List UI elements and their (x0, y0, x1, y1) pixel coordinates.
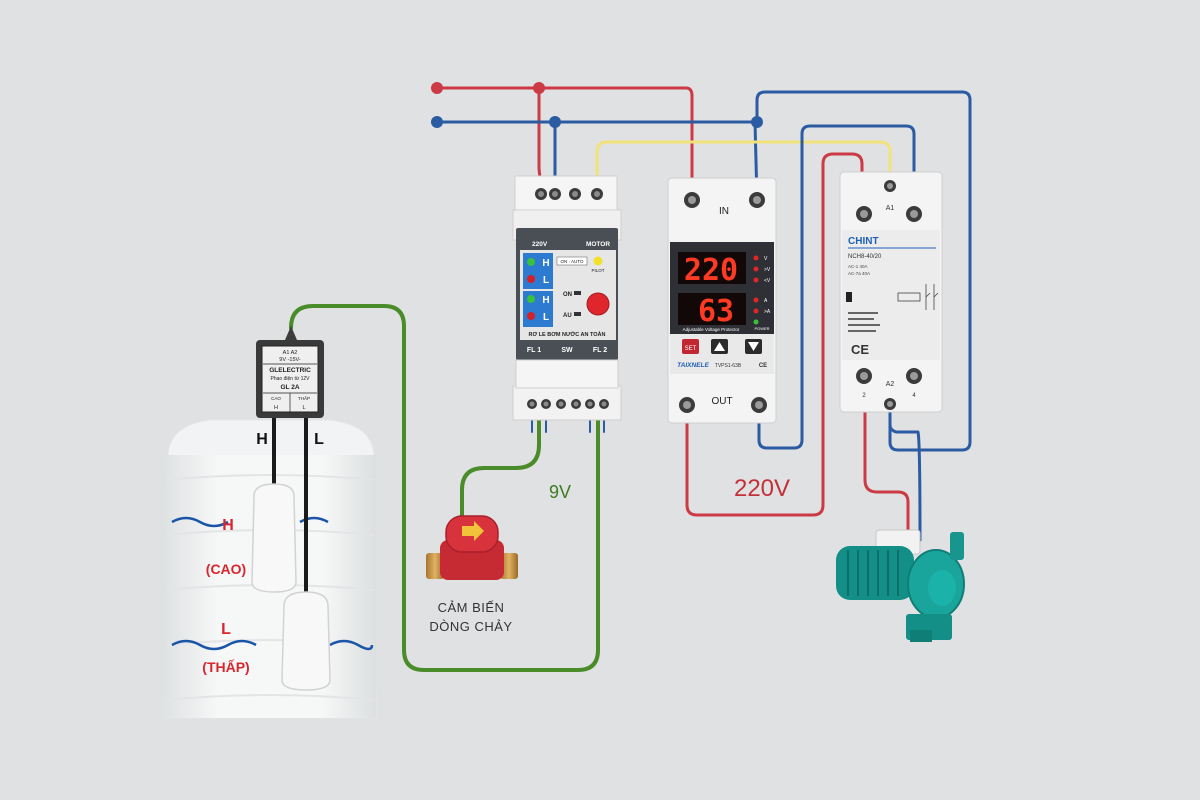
green-wire-sensor (460, 416, 541, 518)
float-col-h: CAO (271, 396, 281, 401)
float-low (281, 591, 331, 691)
relay-sw: SW (561, 347, 573, 354)
relay-top-terminals (535, 188, 603, 200)
float-model: GL 2A (280, 384, 299, 391)
float-switch-controller: A1 A2 9V -15V- GLELECTRIC Phao điện từ 1… (256, 326, 324, 448)
float-pin-h: H (274, 405, 278, 411)
vp-model: TVPS1-63B (715, 363, 742, 369)
bus-junctions (431, 82, 763, 128)
contactor: A1 CHINT NCH8-40/20 AC-1 40A AC-7a 40A C… (839, 171, 943, 413)
vp-current-display: 63 (698, 294, 734, 329)
flow-sensor-voltage: 9V (549, 482, 571, 502)
relay-range: ON · AUTO (561, 259, 584, 264)
contactor-schematic-icon (897, 284, 939, 310)
yellow-control (595, 140, 892, 192)
vp-ind-a: A (764, 298, 768, 304)
vp-ce-mark: CE (759, 363, 767, 369)
vp-set-button[interactable] (682, 339, 699, 354)
vp-in-label: IN (719, 206, 729, 217)
vp-out-terminal-l (683, 401, 691, 409)
relay-led-h2 (527, 295, 535, 303)
contactor-brand: CHINT (848, 236, 879, 247)
tank-high-mark: H (222, 517, 234, 534)
output-220v-label: 220V (734, 475, 790, 502)
flow-sensor: CẢM BIẾN DÒNG CHẢY 9V (426, 482, 571, 634)
contactor-a1-label: A1 (886, 205, 895, 212)
vp-out-label: OUT (711, 396, 732, 407)
contactor-spec-2: AC-7a 40A (848, 271, 870, 276)
contactor-ce-mark: CE (851, 342, 869, 357)
float-brand: GLELECTRIC (269, 367, 311, 374)
vp-brand: TAIXNELE (677, 362, 709, 369)
flow-sensor-label-2: DÒNG CHẢY (429, 619, 512, 634)
red-bus (435, 86, 694, 202)
relay-label-220v: 220V (532, 241, 548, 248)
relay-mode-h1: H (542, 258, 549, 269)
relay-fl1: FL 1 (527, 347, 541, 354)
low-water-wave (171, 639, 257, 651)
contactor-terminal-2 (860, 372, 868, 380)
float-high (251, 483, 297, 593)
water-pump (836, 529, 965, 642)
vp-ind-over-a: >A (764, 309, 771, 315)
vp-ind-power: POWER (754, 326, 769, 331)
tank-low-mark: L (221, 621, 231, 638)
high-water-wave (171, 516, 229, 528)
arrow-down-icon (748, 342, 759, 351)
vp-out-terminal-n (755, 401, 763, 409)
pump-relay: 220V MOTOR H L H L ON · AUTO PILOT ON AU… (512, 175, 622, 421)
vp-ind-v: V (764, 256, 768, 262)
relay-led-l2 (527, 312, 535, 320)
vp-in-terminal-n (753, 196, 761, 204)
float-col-l: THẤP (298, 395, 310, 401)
contactor-model: NCH8-40/20 (848, 254, 882, 260)
relay-led-l1 (527, 275, 535, 283)
vp-set-label: SET (685, 346, 697, 352)
contactor-terminal-1 (860, 210, 868, 218)
relay-mode-h2: H (542, 295, 549, 306)
relay-start-button[interactable] (586, 292, 610, 316)
relay-mode-l1: L (543, 275, 549, 286)
float-pin-l: L (302, 405, 305, 411)
contactor-term-2-label: 2 (862, 393, 866, 399)
float-pins: A1 A2 (283, 350, 298, 356)
tank-high-label: (CAO) (206, 561, 246, 577)
tank-low-label: (THẤP) (202, 659, 249, 675)
vp-in-terminal-l (688, 196, 696, 204)
relay-label-motor: MOTOR (586, 241, 610, 248)
relay-mode-l2: L (543, 312, 549, 323)
wire-label-l: L (314, 431, 324, 448)
vp-ind-under-v: <V (764, 278, 771, 284)
vp-voltage-display: 220 (684, 253, 738, 288)
float-note: Phao điện từ 12V (271, 376, 311, 382)
relay-name: RƠ LE BƠM NƯỚC AN TOÀN (529, 330, 606, 338)
voltage-protector: IN 220 63 V >V <V A >A POWER Adjustable … (667, 177, 790, 502)
arrow-up-icon (714, 342, 725, 351)
relay-auto-label: AU (563, 313, 572, 319)
relay-on-label: ON (563, 292, 572, 298)
relay-led-h1 (527, 258, 535, 266)
contactor-a2-label: A2 (886, 381, 895, 388)
contactor-terminal-3 (910, 210, 918, 218)
green-wire-main (289, 304, 600, 672)
relay-fl2: FL 2 (593, 347, 607, 354)
flow-direction-icon (462, 521, 484, 541)
contactor-term-4-label: 4 (912, 393, 916, 399)
flow-sensor-label-1: CẢM BIẾN (438, 600, 505, 615)
relay-pilot-led (593, 256, 603, 266)
vp-product-name: Adjustable Voltage Protector (683, 327, 740, 332)
contactor-spec-1: AC-1 40A (848, 264, 868, 269)
contactor-fine-print (848, 312, 880, 332)
wire-label-h: H (256, 431, 268, 448)
relay-bottom-terminals (527, 399, 609, 409)
vp-ind-over-v: >V (764, 267, 771, 273)
float-supply: 9V -15V- (279, 357, 301, 363)
relay-pilot-label: PILOT (591, 268, 604, 273)
contactor-terminal-4 (910, 372, 918, 380)
